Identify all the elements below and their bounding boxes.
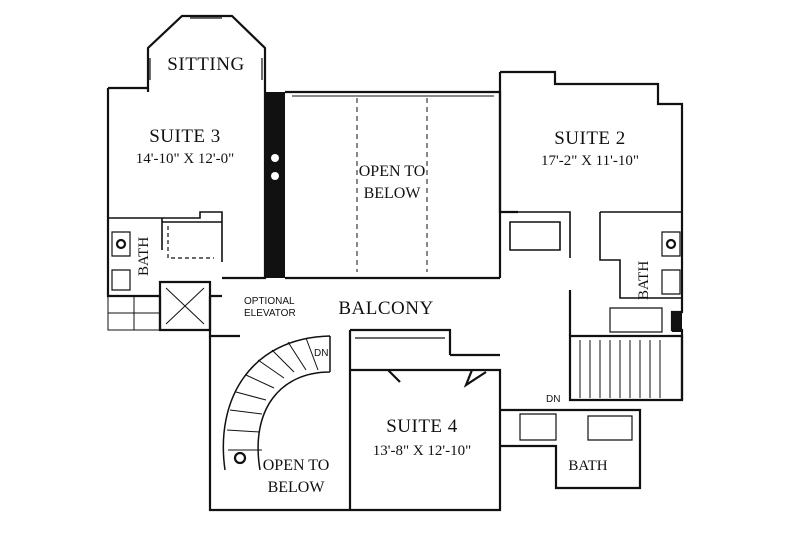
suite2-name: SUITE 2	[554, 128, 626, 149]
stair-left-dn: DN	[314, 348, 328, 359]
suite2-closets	[500, 211, 682, 299]
balcony-label: BALCONY	[338, 298, 433, 319]
sitting-window-marks	[149, 17, 263, 80]
suite4-dims: 13'-8" X 12'-10"	[373, 443, 471, 459]
suite4-name: SUITE 4	[386, 416, 458, 437]
chimney-wall	[265, 92, 285, 278]
suite3-dims: 14'-10" X 12'-0"	[136, 151, 234, 167]
open-to-below-top-line2: BELOW	[364, 185, 422, 202]
optional-elevator-line2: ELEVATOR	[244, 308, 296, 319]
bath-bottom-label: BATH	[568, 458, 607, 474]
suite3-name: SUITE 3	[149, 126, 221, 147]
sitting-label: SITTING	[167, 54, 244, 75]
open-to-below-bottom-line2: BELOW	[268, 479, 326, 496]
spiral-stair-walls	[208, 336, 352, 512]
bath-right-label: BATH	[636, 261, 652, 300]
open-to-below-bottom-line1: OPEN TO	[263, 457, 330, 474]
bath-bottom-walls	[500, 408, 642, 490]
chimney-flue	[271, 154, 279, 162]
bath-left-label: BATH	[136, 237, 152, 276]
right-stair	[568, 334, 684, 402]
suite3-closets	[108, 211, 223, 262]
optional-elevator-line1: OPTIONAL	[244, 296, 295, 307]
suite2-dims: 17'-2" X 11'-10"	[541, 153, 639, 169]
open-to-below-top-line1: OPEN TO	[359, 163, 426, 180]
suite2-walls	[498, 70, 684, 400]
suite4-walls	[350, 368, 502, 512]
stair-right-dn: DN	[546, 394, 560, 405]
